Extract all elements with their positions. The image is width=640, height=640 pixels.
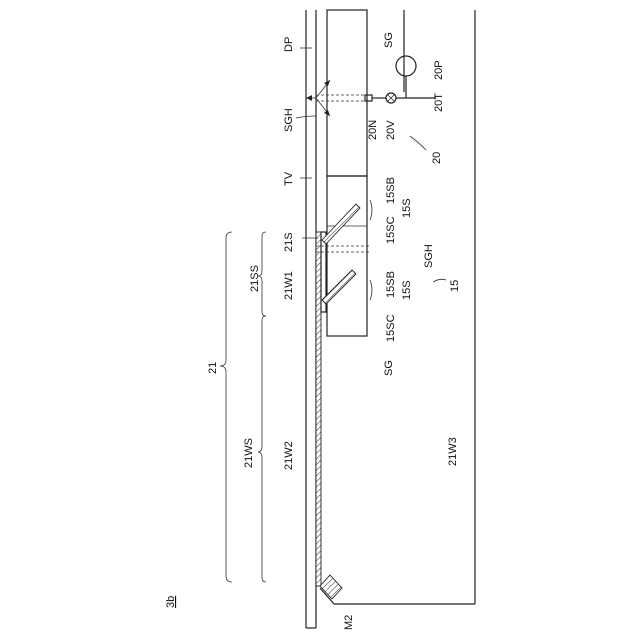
label-15sc-a: 15SC	[385, 216, 397, 244]
label-dp: DP	[283, 37, 295, 52]
label-21w1: 21W1	[283, 271, 295, 300]
label-15sc-b: 15SC	[385, 314, 397, 342]
label-20p: 20P	[433, 60, 445, 80]
gas-supply-unit	[306, 56, 436, 116]
label-tv: TV	[283, 171, 295, 186]
stage-assembly	[316, 204, 370, 599]
label-21s: 21S	[283, 232, 295, 252]
label-20v: 20V	[385, 120, 397, 140]
label-m2: M2	[343, 615, 355, 630]
label-21w2: 21W2	[283, 441, 295, 470]
label-20n: 20N	[367, 120, 379, 140]
seal-glass-column	[327, 10, 367, 336]
label-21w3: 21W3	[447, 437, 459, 466]
label-21ss: 21SS	[249, 265, 261, 292]
housing-frame	[320, 10, 475, 604]
display-panel	[306, 10, 316, 628]
label-20t: 20T	[433, 93, 445, 112]
label-15: 15	[449, 280, 461, 292]
label-sg-top: SG	[383, 32, 395, 48]
label-fig: 3b	[165, 596, 177, 608]
label-sg-bot: SG	[383, 360, 395, 376]
label-20: 20	[431, 152, 443, 164]
label-sgh-mid: SGH	[423, 244, 435, 268]
label-15s-b: 15S	[401, 280, 413, 300]
label-15sb-a: 15SB	[385, 177, 397, 204]
label-15s-a: 15S	[401, 198, 413, 218]
label-15sb-b: 15SB	[385, 271, 397, 298]
label-21: 21	[207, 362, 219, 374]
labels: 3b DP SG SGH TV 20P 20T 20N 20V 20 15SC …	[165, 32, 461, 630]
label-sgh-top: SGH	[283, 108, 295, 132]
label-21ws: 21WS	[243, 438, 255, 468]
